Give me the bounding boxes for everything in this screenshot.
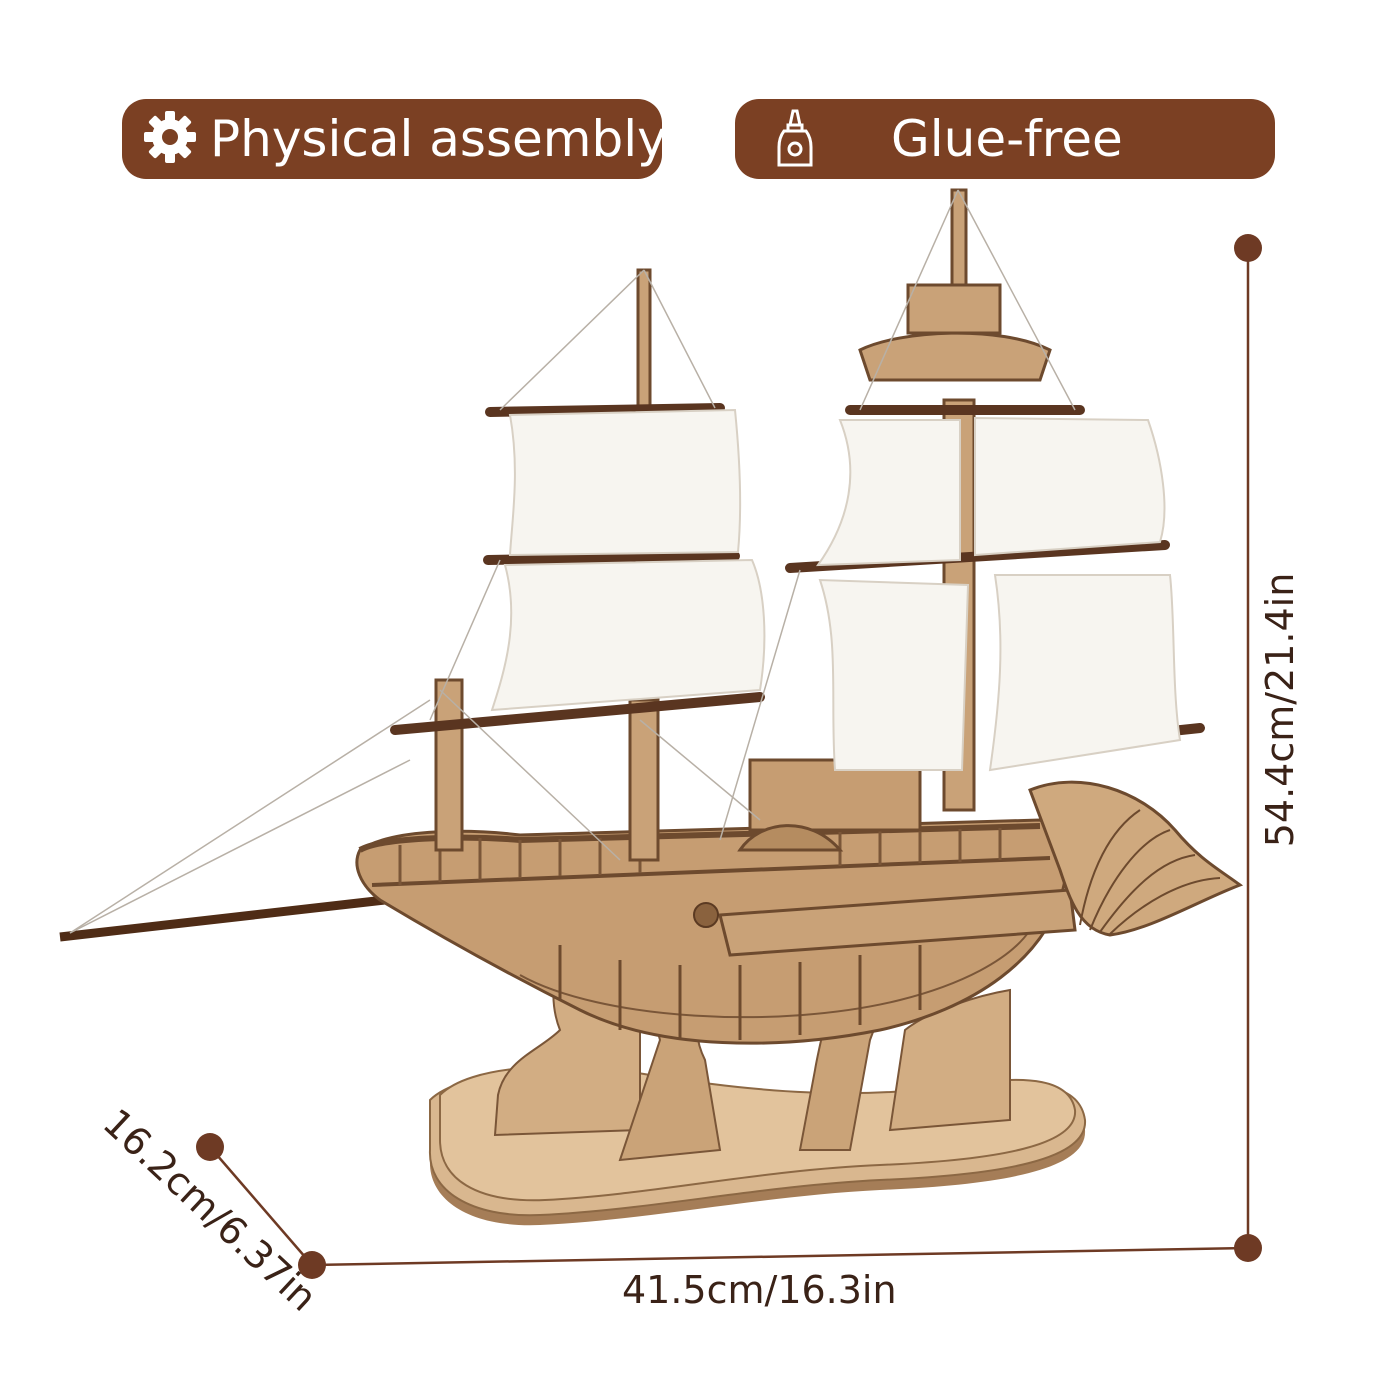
glue-free-label: Glue-free — [891, 110, 1123, 168]
stern-fin — [1028, 780, 1244, 937]
dimension-lines — [209, 248, 1250, 1267]
corner-dot-left — [298, 1251, 326, 1279]
ship-rigging — [429, 189, 1076, 861]
physical-assembly-badge: Physical assembly — [122, 99, 667, 179]
glue-bottle-icon — [773, 107, 817, 175]
depth-top-dot — [196, 1133, 224, 1161]
height-top-dot — [1234, 234, 1262, 262]
corner-dot-right — [1234, 1234, 1262, 1262]
glue-free-badge: Glue-free — [735, 99, 1275, 179]
width-dimension-label: 41.5cm/16.3in — [622, 1268, 897, 1312]
ship-stand — [428, 941, 1087, 1226]
bowsprit — [59, 699, 431, 942]
physical-assembly-label: Physical assembly — [210, 110, 667, 168]
ship-sails — [490, 408, 1182, 772]
gear-icon — [140, 107, 200, 171]
height-dimension-label: 54.4cm/21.4in — [1258, 572, 1302, 848]
